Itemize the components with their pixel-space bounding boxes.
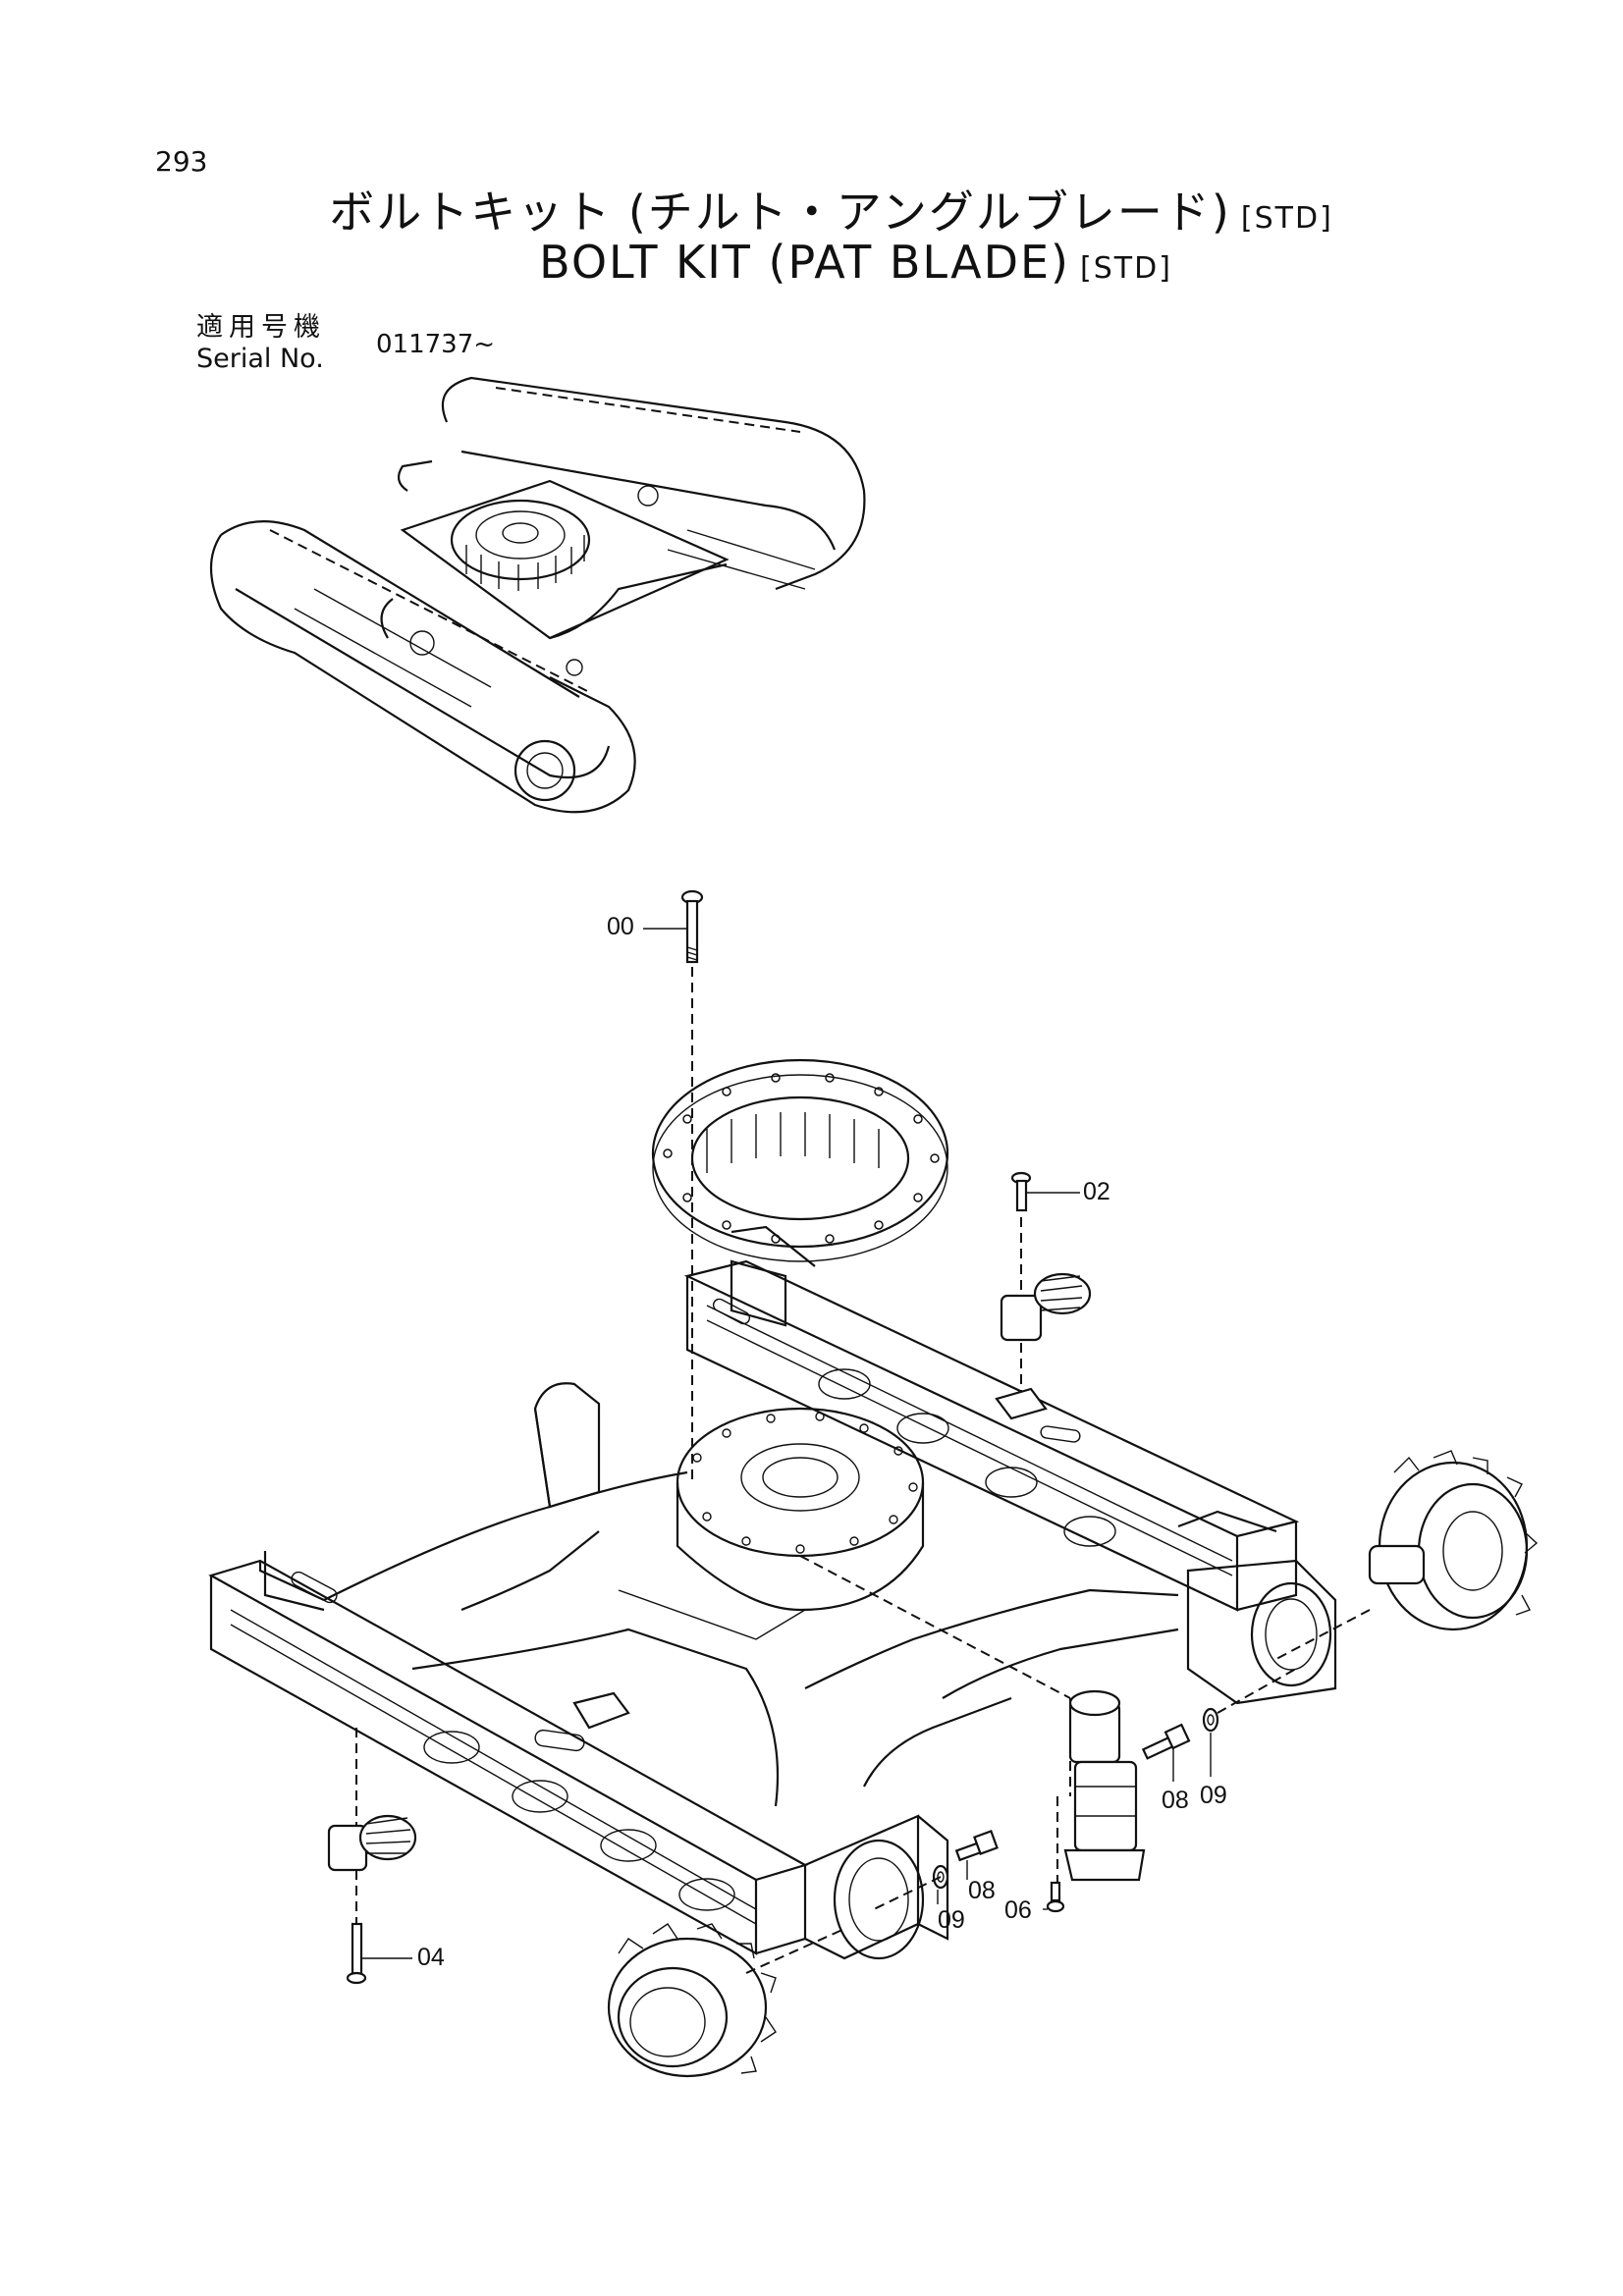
front-sprocket [607,1923,845,2078]
serial-label: 適用号機 Serial No. [196,312,326,375]
bolt-08-washer-09-right [1141,1668,1297,1760]
std-tag-en: [STD] [1080,251,1172,286]
swing-bearing [651,1058,949,1262]
title-japanese: ボルトキット (チルト・アングルブレード) [STD] [0,177,1623,241]
callout-09-center: 09 [938,1906,965,1934]
frame-turntable [676,1407,1071,1699]
callout-00: 00 [607,913,634,940]
callout-06: 06 [1004,1896,1032,1924]
callout-leaders [937,1733,1212,1904]
serial-label-en: Serial No. [196,344,324,374]
title-jp-text: ボルトキット (チルト・アングルブレード) [329,186,1231,239]
bolt-06-illustration [1043,1881,1065,1913]
rear-sprocket [1275,1450,1539,1660]
bolt-02-illustration [1000,1171,1092,1394]
overview-undercarriage-illustration [209,376,866,814]
page-number: 293 [155,145,208,178]
callout-04: 04 [417,1944,445,1971]
callout-02: 02 [1083,1178,1110,1205]
std-tag-jp: [STD] [1240,201,1333,236]
callout-09-right: 09 [1200,1782,1227,1809]
serial-value: 011737~ [376,330,496,359]
track-frame [208,1225,1337,1960]
callout-08-right: 08 [1162,1787,1189,1814]
title-en-text: BOLT KIT (PAT BLADE) [539,236,1071,289]
title-english: BOLT KIT (PAT BLADE) [STD] [0,236,1623,289]
bolt-08-washer-09-center [873,1830,999,1910]
callout-08-center: 08 [968,1877,996,1904]
bolt-00-illustration [643,889,704,1482]
bolt-04-illustration [327,1728,417,1985]
serial-label-jp: 適用号機 [196,312,326,343]
center-joint [1056,1689,1146,1895]
